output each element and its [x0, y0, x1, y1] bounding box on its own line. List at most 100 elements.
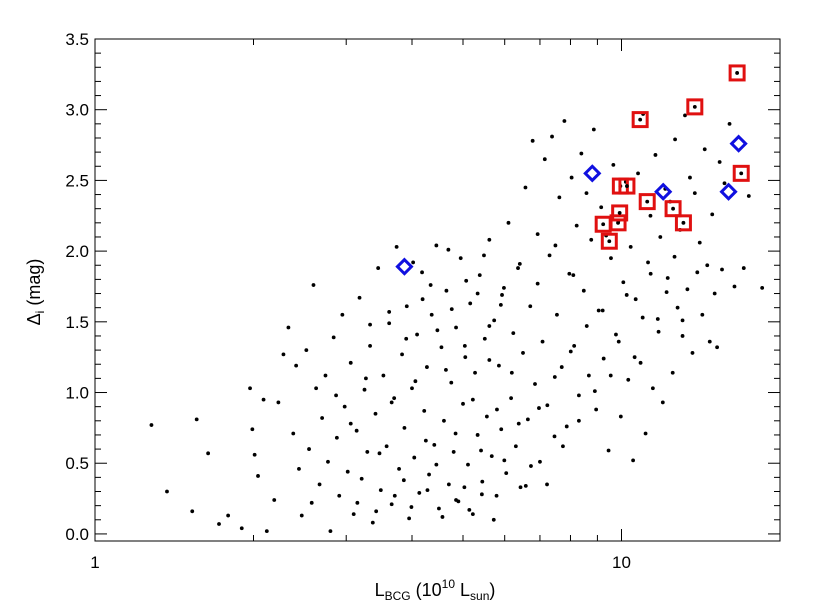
data-point: [404, 304, 409, 309]
data-point: [264, 529, 269, 534]
data-point: [504, 471, 509, 476]
data-point: [631, 458, 635, 463]
highlight-square-marker: [728, 64, 746, 82]
data-point: [482, 336, 487, 341]
data-point: [732, 284, 737, 289]
data-point: [617, 211, 622, 215]
highlight-square-marker: [611, 204, 629, 222]
data-point: [479, 448, 483, 453]
data-point: [449, 380, 454, 385]
highlight-square-marker: [664, 200, 682, 218]
data-point: [571, 273, 576, 278]
data-point: [499, 427, 504, 432]
data-point: [428, 283, 433, 287]
data-point: [250, 427, 255, 432]
data-point: [359, 476, 364, 481]
highlight-square-marker: [674, 214, 692, 232]
data-point: [502, 458, 507, 463]
x-tick-label: 1: [90, 553, 99, 572]
data-point: [252, 452, 257, 457]
data-point: [528, 304, 533, 309]
data-point: [381, 373, 386, 378]
data-point: [516, 266, 520, 270]
data-point: [680, 318, 685, 323]
data-point: [317, 482, 322, 487]
data-point: [626, 377, 631, 382]
data-point: [607, 239, 612, 244]
data-point: [440, 515, 445, 519]
data-point: [410, 386, 414, 391]
data-point: [464, 278, 469, 283]
data-point: [415, 332, 419, 337]
highlight-square-marker: [638, 193, 656, 211]
data-point: [374, 509, 379, 514]
data-point: [355, 500, 360, 505]
data-point: [217, 522, 221, 526]
data-point: [400, 352, 404, 357]
data-point: [272, 498, 277, 502]
x-axis-title: LBCG (1010 Lsun): [375, 577, 496, 603]
data-point: [681, 220, 686, 225]
data-point: [425, 365, 429, 369]
data-point: [337, 493, 342, 498]
data-point: [640, 315, 645, 320]
x-tick-label: 10: [612, 553, 631, 572]
y-tick-label: 2.5: [65, 171, 89, 190]
data-point: [624, 293, 629, 297]
highlight-square-marker: [686, 98, 704, 116]
data-point: [442, 418, 446, 423]
data-point: [722, 181, 727, 186]
data-point: [688, 175, 692, 180]
data-point: [665, 276, 670, 280]
data-point: [463, 355, 468, 360]
data-point: [261, 397, 266, 402]
data-point: [437, 506, 441, 511]
data-point: [461, 401, 465, 406]
data-point: [479, 492, 484, 497]
data-point: [276, 400, 281, 405]
data-point: [692, 191, 697, 196]
data-point: [299, 513, 304, 518]
data-point: [439, 345, 444, 350]
data-point: [707, 339, 712, 344]
data-point: [226, 513, 231, 518]
data-point: [648, 271, 653, 276]
data-point: [601, 356, 606, 361]
data-point: [591, 127, 596, 132]
data-point: [425, 488, 430, 492]
data-point: [577, 418, 581, 423]
y-tick-label: 0.5: [65, 454, 89, 473]
data-point: [690, 351, 695, 355]
data-point: [444, 367, 448, 372]
data-point: [311, 283, 316, 287]
data-point: [389, 400, 394, 405]
data-point: [720, 267, 724, 272]
data-point: [194, 417, 199, 422]
data-point: [506, 220, 511, 225]
data-point: [500, 293, 504, 297]
data-point: [423, 438, 428, 443]
data-point: [664, 290, 669, 295]
data-point: [453, 431, 458, 436]
data-point: [368, 343, 372, 348]
data-point: [475, 433, 480, 437]
data-point: [569, 175, 574, 180]
data-point: [420, 270, 424, 275]
y-tick-label: 3.0: [65, 101, 89, 120]
data-point: [609, 256, 613, 261]
data-point: [392, 396, 397, 401]
data-point: [370, 520, 375, 525]
highlight-square-marker: [732, 164, 750, 182]
data-point: [567, 271, 572, 276]
data-point: [417, 491, 422, 495]
data-point: [487, 237, 492, 242]
data-point: [572, 343, 577, 348]
data-point: [552, 434, 557, 439]
y-tick-label: 0.0: [65, 525, 89, 544]
data-point: [673, 137, 677, 142]
series-layer: [149, 64, 765, 534]
data-point: [454, 325, 458, 330]
data-point: [412, 455, 417, 460]
data-point: [523, 185, 528, 190]
